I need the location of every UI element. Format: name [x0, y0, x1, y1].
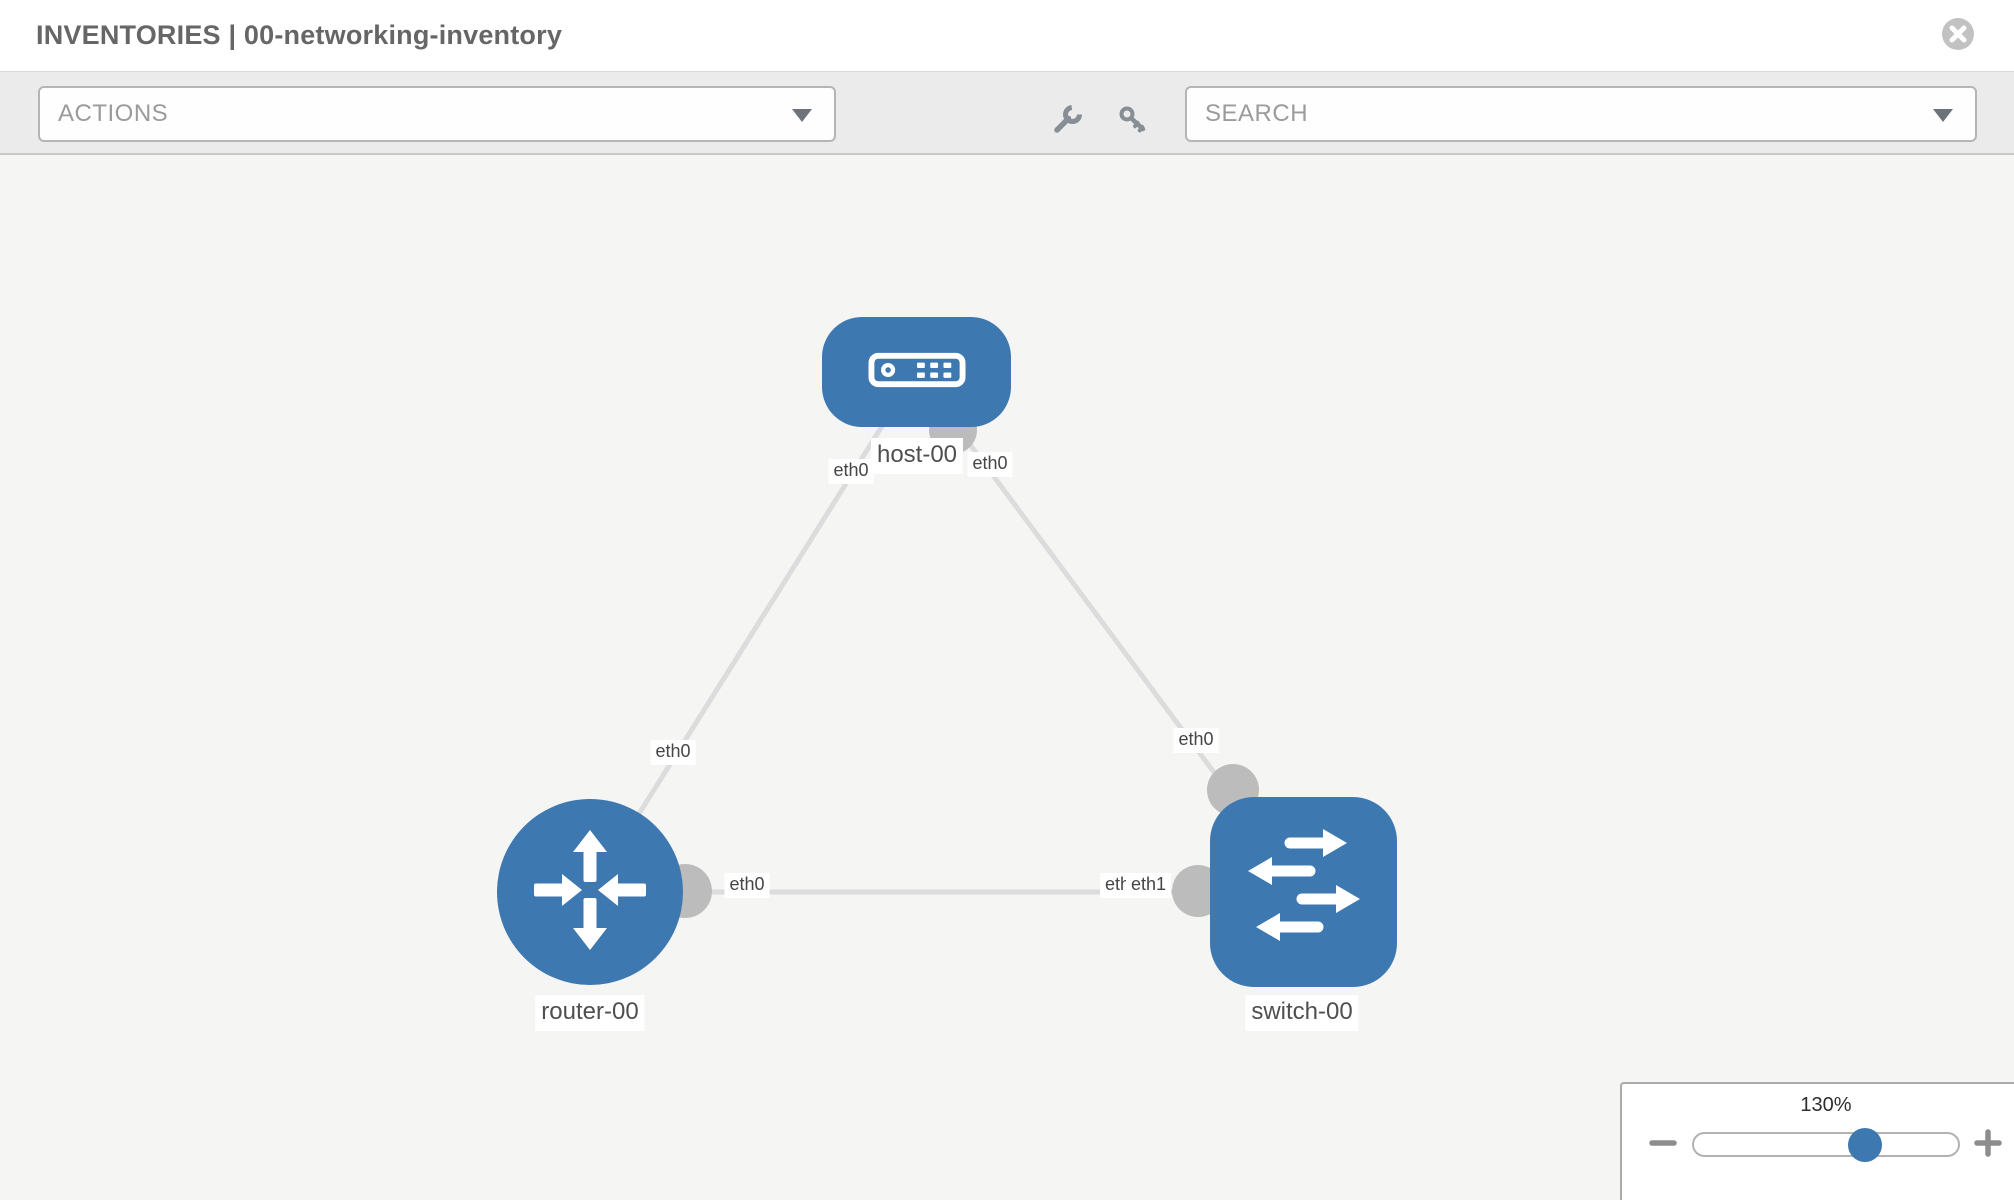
interface-label-router-right: eth0 — [724, 873, 770, 898]
node-switch-00[interactable] — [1210, 797, 1397, 987]
key-icon — [1109, 103, 1157, 137]
node-router-00[interactable] — [497, 799, 683, 985]
host-icon — [867, 352, 966, 393]
zoom-slider-thumb[interactable] — [1848, 1128, 1882, 1162]
actions-dropdown[interactable]: ACTIONS — [38, 86, 836, 142]
toolbar: ACTIONS SEARCH — [0, 72, 2014, 155]
credentials-key-button[interactable] — [1109, 86, 1157, 142]
header-bar: INVENTORIES | 00-networking-inventory — [0, 0, 2014, 72]
interface-label-switch-left-front: eth1 — [1126, 873, 1172, 898]
plus-icon — [1973, 1128, 2003, 1161]
chevron-down-icon — [1933, 109, 1953, 122]
switch-icon — [1210, 795, 1397, 990]
node-host-00[interactable] — [822, 317, 1011, 427]
zoom-control-panel: 130% — [1620, 1082, 2014, 1200]
search-dropdown-label: SEARCH — [1205, 100, 1309, 127]
page-title: INVENTORIES | 00-networking-inventory — [36, 20, 563, 50]
interface-label-router-host-link: eth0 — [650, 740, 696, 765]
zoom-out-button[interactable] — [1645, 1126, 1681, 1162]
link-router-host — [587, 370, 919, 894]
interface-label-host-right: eth0 — [967, 452, 1013, 477]
actions-dropdown-label: ACTIONS — [58, 100, 169, 127]
configure-button[interactable] — [1043, 86, 1091, 142]
wrench-icon — [1043, 103, 1091, 137]
node-label-host-00: host-00 — [870, 438, 964, 474]
interface-label-switch-host-link: eth0 — [1173, 728, 1219, 753]
node-label-switch-00: switch-00 — [1245, 995, 1359, 1031]
close-icon — [1941, 18, 1975, 54]
topology-links-layer — [587, 370, 1306, 918]
zoom-in-button[interactable] — [1970, 1126, 2006, 1162]
interface-label-host-left: eth0 — [828, 459, 874, 484]
router-icon — [528, 828, 652, 957]
zoom-level-label: 130% — [1800, 1094, 1852, 1116]
topology-canvas[interactable]: host-00 router-00 switch-00 eth0 eth0 et… — [0, 155, 2014, 1200]
search-dropdown[interactable]: SEARCH — [1185, 86, 1977, 142]
close-button[interactable] — [1941, 17, 1975, 51]
zoom-slider-track[interactable] — [1692, 1132, 1960, 1157]
minus-icon — [1648, 1139, 1678, 1161]
node-label-router-00: router-00 — [535, 995, 645, 1031]
chevron-down-icon — [792, 109, 812, 122]
